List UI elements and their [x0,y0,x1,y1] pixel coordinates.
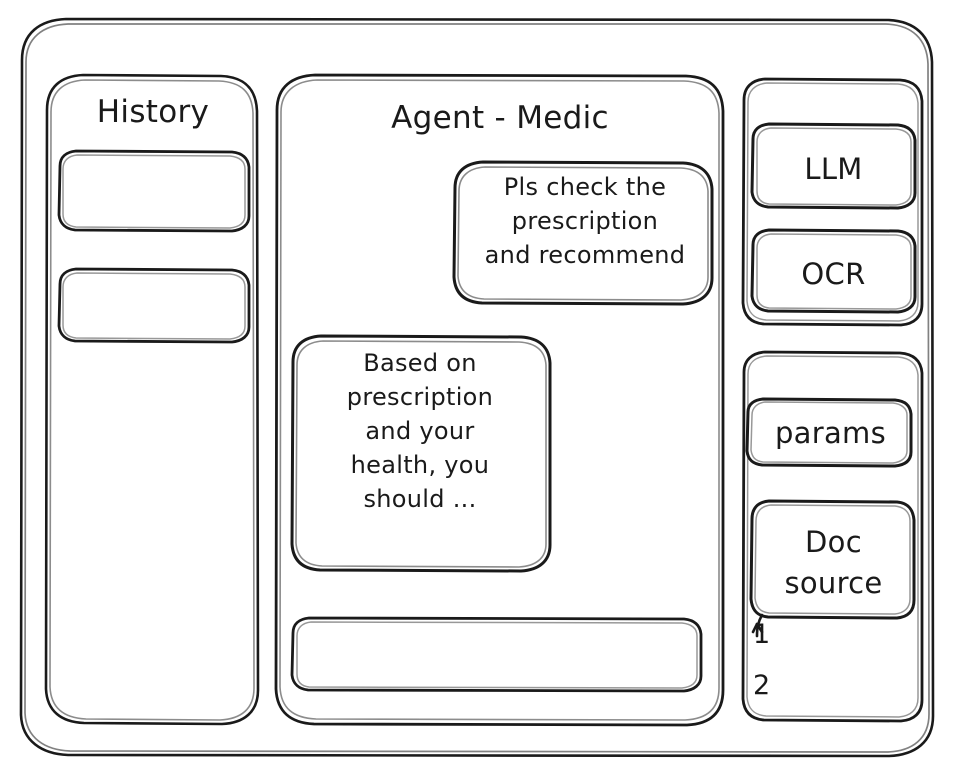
page-title: Agent - Medic [391,100,609,136]
user-message-text: Pls check the prescription and recommend [484,173,686,270]
params-button[interactable] [747,399,912,467]
history-title: History [96,94,210,130]
doc-source-item-1[interactable]: 1 [753,619,771,650]
window-frame-icon [19,17,935,758]
history-item-1-frame-icon [57,149,251,233]
tools-panel-frame-icon [741,77,924,327]
user-message-bubble-frame-icon [452,160,714,306]
doc-source-item-2[interactable]: 2 [753,670,771,701]
params-button-frame-icon [745,397,913,468]
assistant-message-bubble-frame-icon [290,334,552,573]
llm-button[interactable] [752,124,916,209]
doc-source-frame-icon [749,499,916,638]
ocr-button[interactable] [752,230,916,313]
ocr-button-frame-icon [750,228,917,314]
ocr-button-label: OCR [801,257,866,291]
assistant-message-text: Based on prescription and your health, y… [346,349,494,514]
doc-source-button[interactable] [751,501,915,619]
llm-button-label: LLM [804,152,863,186]
composer-frame-icon [290,616,703,693]
user-message-bubble [454,162,713,305]
assistant-message-bubble [292,336,551,572]
composer-input[interactable] [292,618,702,692]
agent-panel-frame-icon [274,73,725,727]
history-panel-frame-icon [44,73,260,726]
history-item-2[interactable] [59,269,250,343]
sources-panel-frame-icon [741,350,924,723]
params-button-label: params [774,416,887,450]
llm-button-frame-icon [750,122,917,210]
history-item-1[interactable] [59,151,250,232]
doc-source-label: Doc source [784,525,883,601]
history-item-2-frame-icon [57,267,251,344]
